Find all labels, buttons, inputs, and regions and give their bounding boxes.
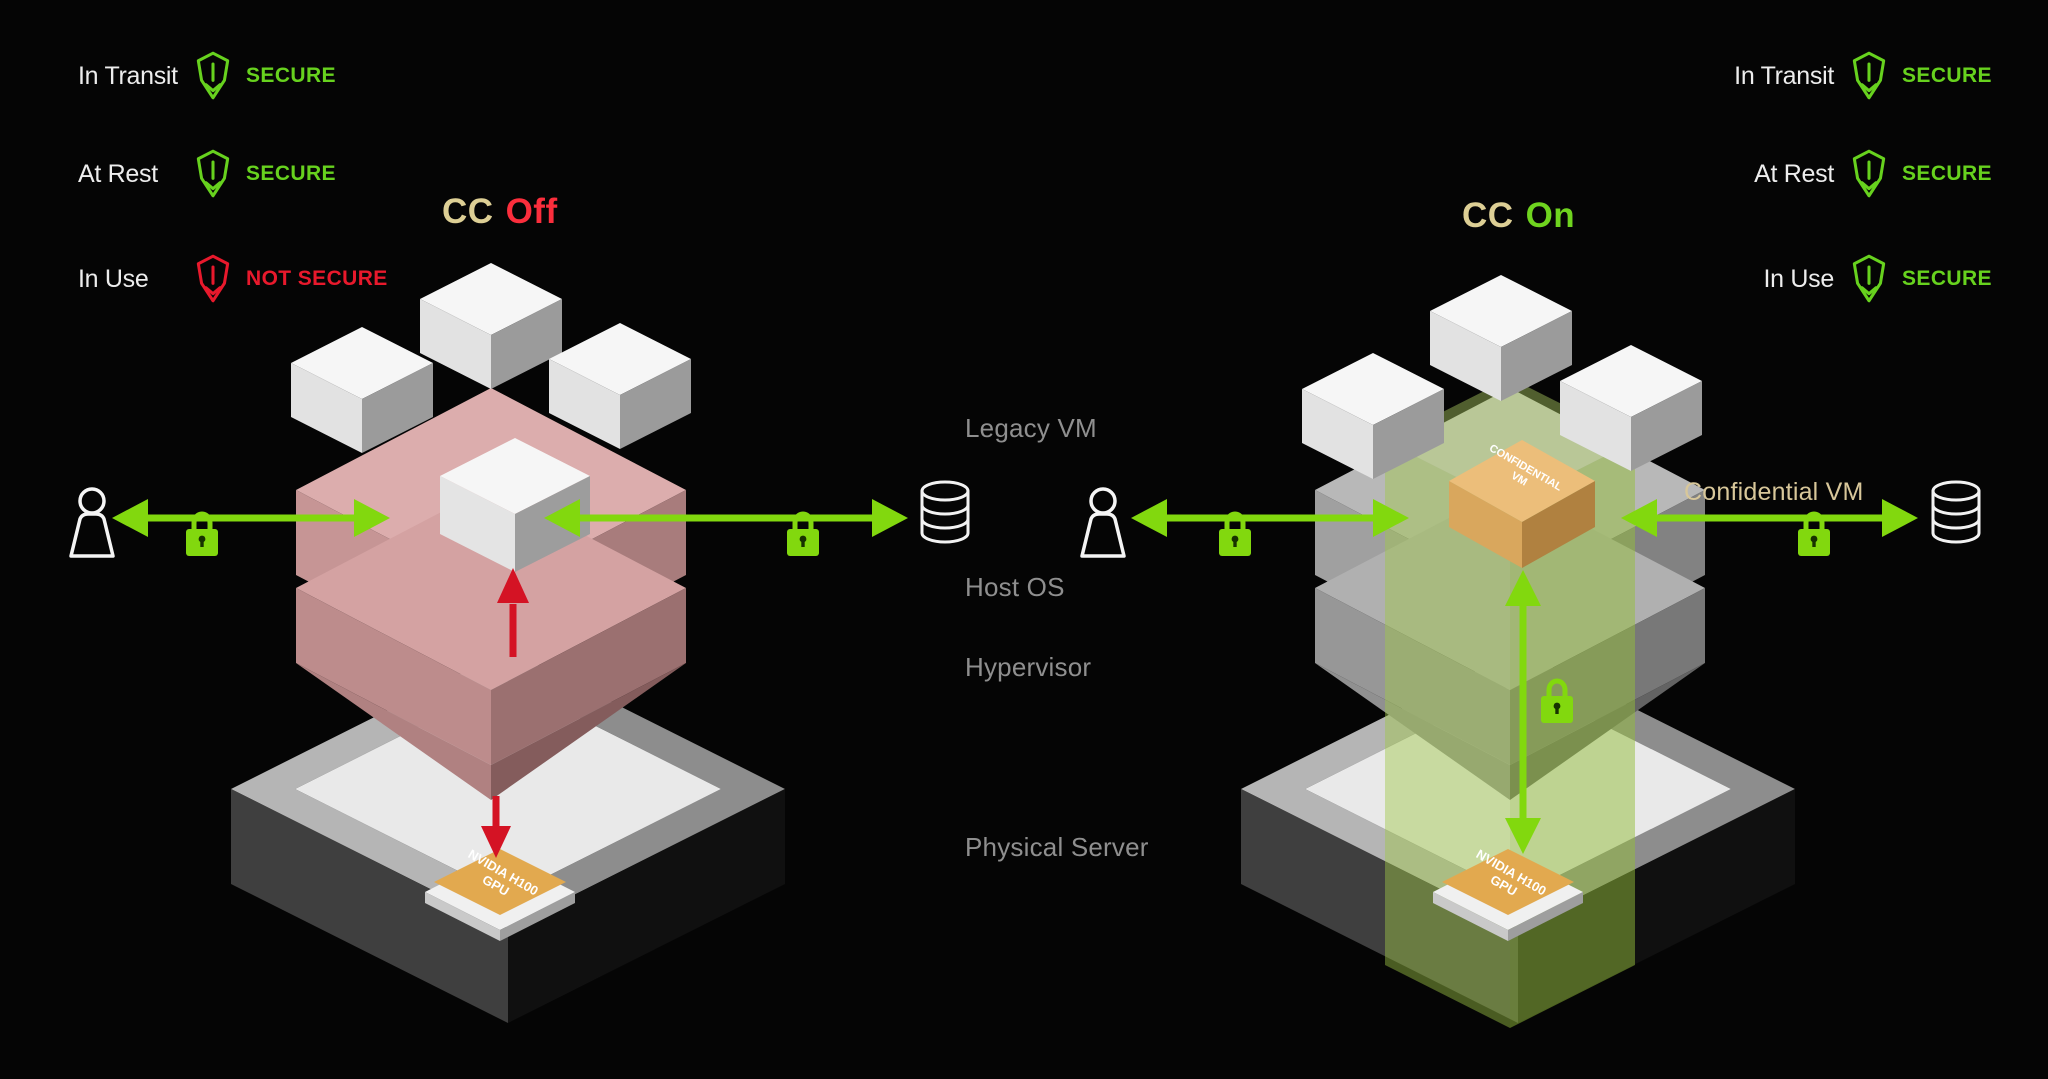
encrypted-link-user-left	[112, 499, 390, 537]
cc-off-diagram: NVIDIA H100 GPU	[69, 263, 970, 1023]
hypervisor-layer-unprotected	[296, 486, 686, 800]
secure-link-vm-gpu	[1505, 570, 1541, 854]
user-icon	[1080, 487, 1126, 558]
gpu-chip: NVIDIA H100 GPU	[425, 846, 575, 941]
attack-arrow-up	[497, 568, 529, 657]
database-icon	[920, 480, 970, 544]
encrypted-link-storage-left	[544, 499, 908, 537]
legacy-vm-cube-on-stack	[440, 438, 590, 572]
cc-on-diagram: NVIDIA H100 GPU CONFIDENTIAL VM	[1080, 275, 1981, 1028]
gpu-chip: NVIDIA H100 GPU	[1433, 846, 1583, 941]
confidential-vm-cube: CONFIDENTIAL VM	[1449, 440, 1595, 568]
database-icon	[1931, 480, 1981, 544]
encrypted-link-user-right	[1131, 499, 1409, 537]
user-icon	[69, 487, 115, 558]
encrypted-link-storage-right	[1621, 499, 1918, 537]
attack-arrow-down	[481, 796, 511, 858]
